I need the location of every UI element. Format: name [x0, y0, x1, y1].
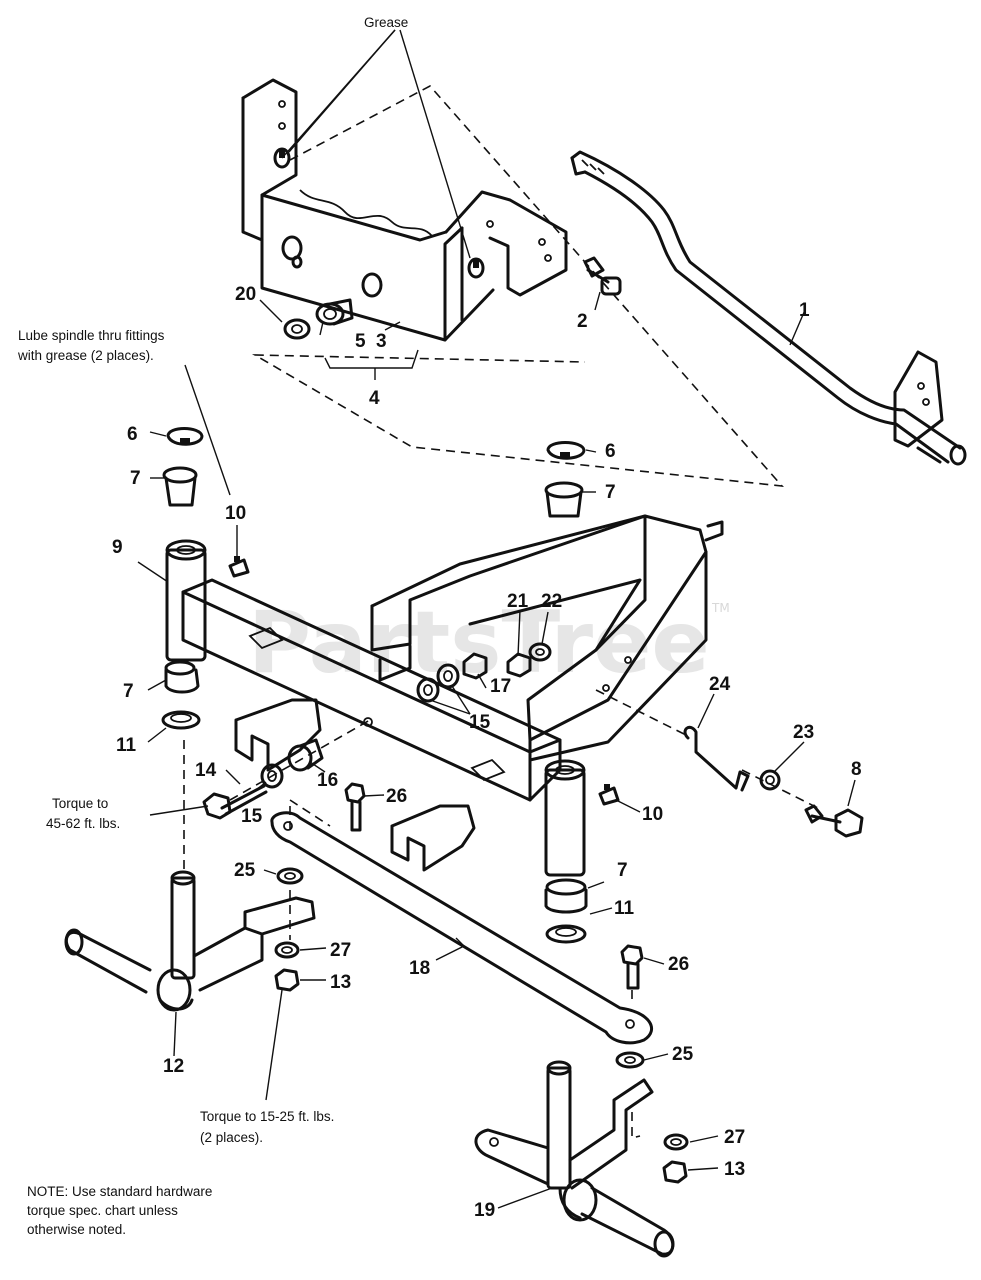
nut-part-17 [462, 652, 488, 680]
retaining-ring-part-6-right [546, 441, 586, 460]
rod-axis-2 [741, 769, 819, 809]
callout-15-lower: 15 [241, 806, 263, 827]
retaining-ring-part-6-left [166, 427, 204, 446]
bolt-part-26-left [344, 782, 366, 832]
washer-part-20 [283, 318, 311, 340]
washer-part-25-right [615, 1051, 645, 1069]
callout-4: 4 [369, 388, 380, 409]
watermark-tm: TM [711, 601, 730, 615]
leader-lines [137, 29, 856, 1209]
callout-13-left: 13 [330, 972, 351, 993]
washer-part-15-lower [260, 763, 284, 789]
spindle-part-12 [64, 870, 316, 1012]
callout-6-left: 6 [127, 424, 138, 445]
torque-note-a-line-1: Torque to [52, 796, 108, 811]
callout-19: 19 [474, 1200, 495, 1221]
grease-fitting-part-10-right [598, 784, 620, 806]
washers-part-15-upper [416, 663, 460, 703]
rod-part-24 [683, 725, 750, 792]
callout-27-left: 27 [330, 940, 351, 961]
axle-frame-part-9 [165, 514, 724, 877]
washer-part-27-left [274, 941, 300, 959]
lube-note-line-2: with grease (2 places). [17, 348, 154, 363]
bushing-part-16 [287, 738, 324, 772]
callout-11-right: 11 [614, 898, 635, 919]
bolt-axis-left [289, 798, 331, 830]
grease-fitting-part-10-left [228, 556, 250, 578]
grease-fitting-right [467, 257, 485, 279]
bushing-part-7-top-left [162, 466, 198, 507]
spindle-part-19 [474, 1060, 675, 1258]
washer-part-11-left [161, 710, 201, 730]
lube-note-line-1: Lube spindle thru fittings [18, 328, 165, 343]
callout-20: 20 [235, 284, 256, 305]
notes: Grease Lube spindle thru fittings with g… [17, 15, 408, 1237]
callout-12: 12 [163, 1056, 184, 1077]
callout-18: 18 [409, 958, 430, 979]
bushing-part-7-bottom-right [544, 878, 588, 914]
bolt-part-8 [804, 804, 864, 838]
nut-part-13-left [274, 968, 300, 992]
callout-7-bottom-right: 7 [617, 860, 628, 881]
callout-8: 8 [851, 759, 862, 780]
bushing-part-5 [315, 298, 354, 326]
callout-7-top-right: 7 [605, 482, 616, 503]
torque-note-b-line-1: Torque to 15-25 ft. lbs. [200, 1109, 334, 1124]
callout-25-right: 25 [672, 1044, 694, 1065]
callout-15-upper: 15 [469, 712, 491, 733]
torque-note-b-line-2: (2 places). [200, 1130, 263, 1145]
grease-fitting-left [273, 147, 291, 169]
washer-part-22 [528, 642, 552, 662]
bolt-part-26-right [620, 944, 644, 990]
washer-part-25-left [276, 867, 304, 885]
tie-rod-part-18 [270, 811, 654, 1045]
callout-11-left: 11 [116, 735, 137, 756]
bushing-part-7-top-right [544, 481, 584, 518]
callout-5: 5 [355, 331, 366, 352]
callout-3: 3 [376, 331, 387, 352]
hardware-note-line-3: otherwise noted. [27, 1222, 126, 1237]
callout-26-right: 26 [668, 954, 689, 975]
hardware-note-line-2: torque spec. chart unless [27, 1203, 178, 1218]
nut-part-13-right [662, 1160, 688, 1184]
callout-10-left: 10 [225, 503, 246, 524]
callout-7-top-left: 7 [130, 468, 141, 489]
rod-axis [595, 689, 687, 736]
bushing-part-7-bottom-left [164, 660, 200, 694]
center-bolt-axis [229, 719, 371, 801]
callout-23: 23 [793, 722, 814, 743]
assembly-outline [251, 84, 784, 488]
pivot-rod-part-1 [570, 150, 967, 466]
callout-2: 2 [577, 311, 588, 332]
callout-21: 21 [507, 591, 529, 612]
right-spindle-axis [631, 1112, 641, 1140]
hardware-note-line-1: NOTE: Use standard hardware [27, 1184, 212, 1199]
callout-9: 9 [112, 537, 123, 558]
callout-26-left: 26 [386, 786, 407, 807]
washer-part-11-right [545, 924, 587, 944]
torque-note-a-line-2: 45-62 ft. lbs. [46, 816, 120, 831]
bolt-part-2 [583, 256, 622, 296]
callout-16: 16 [317, 770, 338, 791]
callout-24: 24 [709, 674, 731, 695]
callout-27-right: 27 [724, 1127, 745, 1148]
grease-note: Grease [364, 15, 408, 30]
callout-22: 22 [541, 591, 562, 612]
callout-1: 1 [799, 300, 810, 321]
callout-7-bottom-left: 7 [123, 681, 134, 702]
callout-labels: 1 2 3 4 5 6 6 7 7 7 7 8 9 10 10 11 11 12… [112, 284, 862, 1221]
callout-13-right: 13 [724, 1159, 745, 1180]
callout-14: 14 [195, 760, 217, 781]
mounting-bracket [241, 78, 568, 342]
callout-17: 17 [490, 676, 511, 697]
callout-25-left: 25 [234, 860, 256, 881]
washer-part-27-right [663, 1133, 689, 1151]
callout-10-right: 10 [642, 804, 663, 825]
callout-6-right: 6 [605, 441, 616, 462]
